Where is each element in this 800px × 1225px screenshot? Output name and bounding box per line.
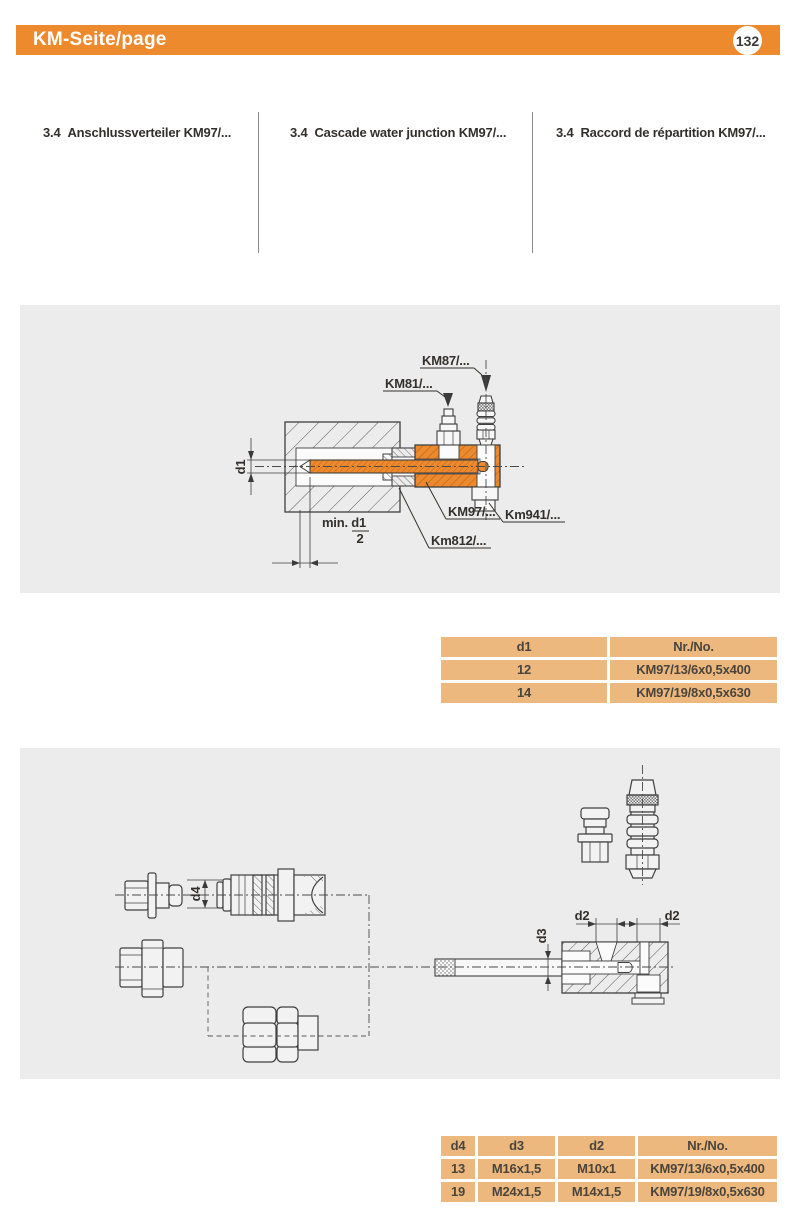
table-cell: 12 xyxy=(441,660,607,680)
table-cell: 13 xyxy=(441,1159,475,1179)
page-number-badge: 132 xyxy=(733,26,762,55)
fitting-km81 xyxy=(436,408,461,446)
section-heading-en: 3.4 Cascade water junction KM97/... xyxy=(290,125,506,140)
plug-nipple-side xyxy=(124,872,183,919)
diagram-panel-2: d4 xyxy=(20,748,780,1079)
section-number: 3.4 xyxy=(556,125,574,140)
table-cell: KM97/19/8x0,5x630 xyxy=(638,1182,777,1202)
distributor-block-section xyxy=(561,941,669,1005)
table-2: d4 d3 d2 Nr./No. 13 M16x1,5 M10x1 KM97/1… xyxy=(441,1136,777,1202)
section-number: 3.4 xyxy=(290,125,308,140)
union-fitting-left xyxy=(119,939,184,998)
union-fitting-middle xyxy=(242,1006,319,1063)
section-title: Raccord de répartition KM97/... xyxy=(580,125,766,140)
callout-km941: Km941/... xyxy=(505,507,560,522)
column-divider xyxy=(258,112,259,253)
page-title: KM-Seite/page xyxy=(33,29,167,50)
section-number: 3.4 xyxy=(43,125,61,140)
callouts xyxy=(383,367,565,549)
dimension-label-d2: d2 xyxy=(575,908,590,923)
table-cell: KM97/19/8x0,5x630 xyxy=(610,683,777,703)
page-number: 132 xyxy=(735,32,760,49)
dimension-d2-right: d2 xyxy=(625,908,680,942)
table-cell: M24x1,5 xyxy=(478,1182,555,1202)
dimension-d3: d3 xyxy=(534,929,551,991)
table-cell: M14x1,5 xyxy=(558,1182,635,1202)
column-header-d2: d2 xyxy=(558,1136,635,1156)
section-heading-de: 3.4 Anschlussverteiler KM97/... xyxy=(43,125,231,140)
header-bar: KM-Seite/page xyxy=(16,25,780,55)
table-cell: 19 xyxy=(441,1182,475,1202)
section-title: Cascade water junction KM97/... xyxy=(314,125,507,140)
column-divider xyxy=(532,112,533,253)
callout-km97: KM97/... xyxy=(448,504,496,519)
dimension-label-min-d1: min. d1 xyxy=(322,515,366,530)
dimension-d4: d4 xyxy=(187,879,223,909)
connector-km941 xyxy=(471,486,499,512)
section-heading-fr: 3.4 Raccord de répartition KM97/... xyxy=(556,125,766,140)
dimension-label-d3: d3 xyxy=(534,929,549,944)
technical-drawing-cross-section: d1 min. d1 2 KM87/... KM81/... KM97/... … xyxy=(233,353,565,568)
callout-km812: Km812/... xyxy=(431,533,486,548)
callout-km87: KM87/... xyxy=(422,353,470,368)
table-cell: M16x1,5 xyxy=(478,1159,555,1179)
table-cell: KM97/13/6x0,5x400 xyxy=(638,1159,777,1179)
table-1: d1 Nr./No. 12 KM97/13/6x0,5x400 14 KM97/… xyxy=(441,637,777,703)
fitting-small-plug xyxy=(577,807,613,863)
dimension-label-d2: d2 xyxy=(665,908,680,923)
dimension-d1: d1 xyxy=(233,438,310,495)
diagram-panel-1: d1 min. d1 2 KM87/... KM81/... KM97/... … xyxy=(20,305,780,593)
callout-km81: KM81/... xyxy=(385,376,433,391)
dimension-min-d1-2: min. d1 2 xyxy=(272,477,369,568)
dimension-label-d1: d1 xyxy=(233,460,248,475)
fitting-km87 xyxy=(476,395,496,446)
dimension-label-denominator: 2 xyxy=(356,531,363,546)
cooling-tube-2 xyxy=(434,958,563,977)
section-title: Anschlussverteiler KM97/... xyxy=(67,125,232,140)
column-header-d1: d1 xyxy=(441,637,607,657)
column-header-nr: Nr./No. xyxy=(638,1136,777,1156)
table-cell: M10x1 xyxy=(558,1159,635,1179)
technical-drawing-parts: d4 xyxy=(115,765,680,1063)
table-cell: 14 xyxy=(441,683,607,703)
column-header-nr: Nr./No. xyxy=(610,637,777,657)
dimension-label-d4: d4 xyxy=(188,886,203,902)
column-header-d4: d4 xyxy=(441,1136,475,1156)
column-header-d3: d3 xyxy=(478,1136,555,1156)
insert-arrow-km81 xyxy=(443,393,453,407)
dimension-d2-left: d2 xyxy=(575,908,632,942)
table-cell: KM97/13/6x0,5x400 xyxy=(610,660,777,680)
